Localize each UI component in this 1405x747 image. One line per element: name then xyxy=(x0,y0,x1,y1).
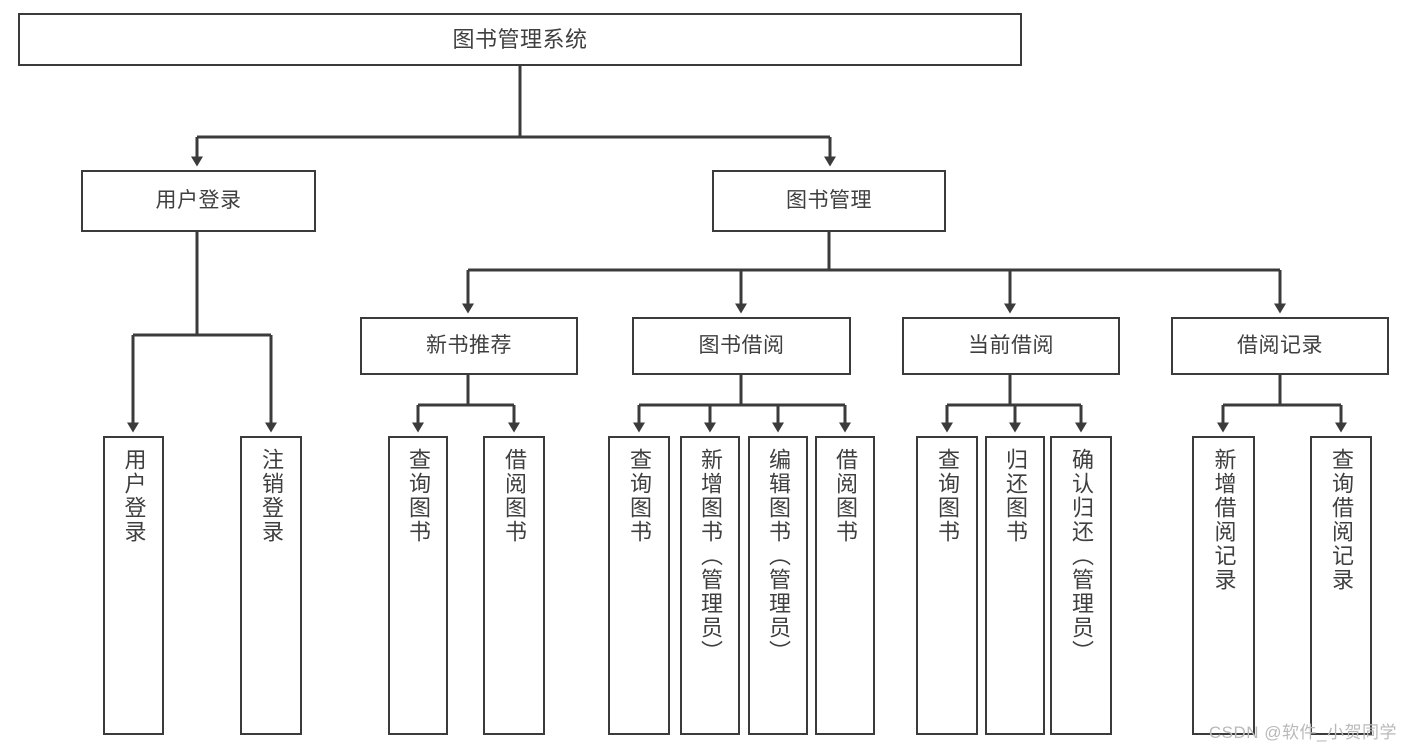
node-borrow-record[interactable]: 借阅记录 xyxy=(1171,317,1389,375)
node-label: 用户登录 xyxy=(121,448,147,544)
node-label: 归还图书 xyxy=(1003,448,1028,544)
node-label: 当前借阅 xyxy=(968,333,1054,357)
node-label: 查询图书 xyxy=(406,448,431,544)
node-book-borrow[interactable]: 图书借阅 xyxy=(632,317,851,375)
node-label: 查询借阅记录 xyxy=(1329,448,1354,592)
node-user-login[interactable]: 用户登录 xyxy=(81,170,316,232)
node-label: 新增图书（管理员） xyxy=(698,448,723,664)
node-current-borrow[interactable]: 当前借阅 xyxy=(902,317,1120,375)
node-book-management-system[interactable]: 图书管理系统 xyxy=(18,13,1022,66)
node-label: 编辑图书（管理员） xyxy=(766,448,791,664)
node-label: 借阅图书 xyxy=(502,448,527,544)
node-leaf-return-book[interactable]: 归还图书 xyxy=(985,436,1045,735)
node-new-book-recommend[interactable]: 新书推荐 xyxy=(360,317,578,375)
node-leaf-borrow-book-1[interactable]: 借阅图书 xyxy=(483,436,545,735)
node-book-manage[interactable]: 图书管理 xyxy=(712,170,946,232)
node-label: 确认归还（管理员） xyxy=(1069,448,1094,664)
node-leaf-query-book-1[interactable]: 查询图书 xyxy=(388,436,448,735)
node-label: 图书借阅 xyxy=(698,333,785,357)
node-label: 注销登录 xyxy=(259,448,284,544)
node-label: 查询图书 xyxy=(627,448,652,544)
node-leaf-query-book-3[interactable]: 查询图书 xyxy=(916,436,978,735)
node-leaf-logout[interactable]: 注销登录 xyxy=(240,436,302,735)
node-label: 借阅记录 xyxy=(1237,333,1323,357)
node-leaf-borrow-book-2[interactable]: 借阅图书 xyxy=(815,436,875,735)
node-label: 图书管理 xyxy=(786,188,872,212)
node-label: 新书推荐 xyxy=(426,333,512,357)
node-leaf-query-book-2[interactable]: 查询图书 xyxy=(608,436,670,735)
node-leaf-add-book[interactable]: 新增图书（管理员） xyxy=(680,436,740,735)
node-label: 用户登录 xyxy=(155,188,242,212)
node-leaf-add-record[interactable]: 新增借阅记录 xyxy=(1192,436,1255,735)
node-label: 图书管理系统 xyxy=(452,26,588,52)
node-leaf-query-record[interactable]: 查询借阅记录 xyxy=(1310,436,1372,735)
watermark: CSDN @软件_小贺同学 xyxy=(1208,723,1397,742)
node-leaf-edit-book[interactable]: 编辑图书（管理员） xyxy=(748,436,808,735)
node-leaf-confirm-return[interactable]: 确认归还（管理员） xyxy=(1050,436,1112,735)
node-label: 新增借阅记录 xyxy=(1211,448,1237,592)
node-leaf-user-login[interactable]: 用户登录 xyxy=(103,436,164,735)
node-label: 借阅图书 xyxy=(833,448,858,544)
node-label: 查询图书 xyxy=(935,448,960,544)
